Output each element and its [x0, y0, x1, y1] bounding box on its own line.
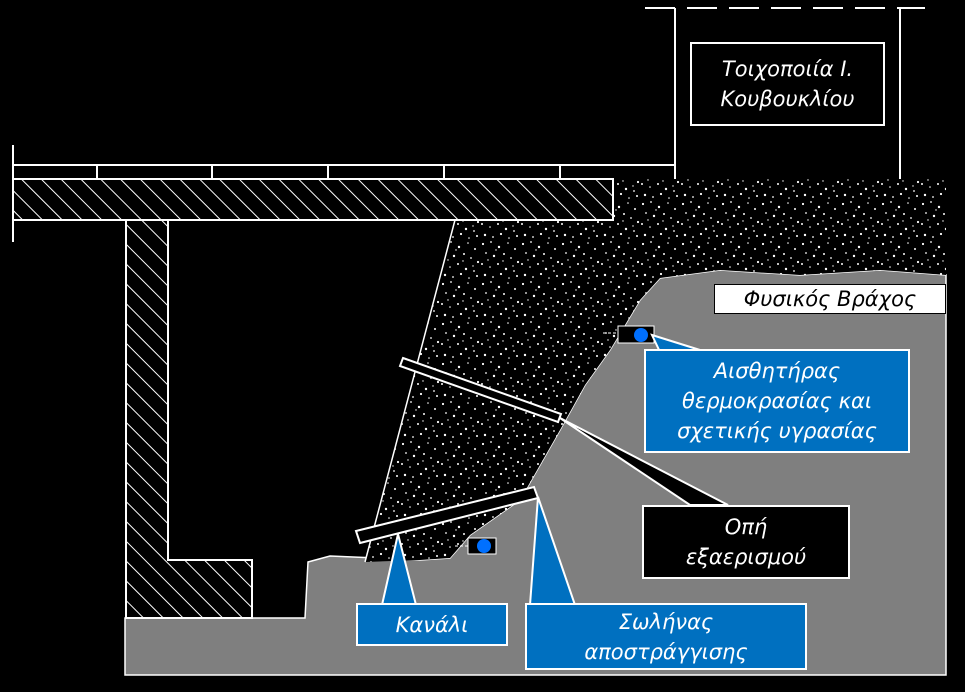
vent-label-text: Οπή εξαερισμού	[685, 515, 807, 569]
sensor-label: Αισθητήρας θερμοκρασίας και σχετικής υγρ…	[644, 349, 910, 453]
drain-label-text: Σωλήνας αποστράγγισης	[584, 609, 748, 664]
sensor-upper	[603, 325, 655, 344]
floor-slab	[12, 178, 614, 221]
backfill-edge	[364, 219, 456, 563]
vent-label: Οπή εξαερισμού	[642, 505, 850, 579]
natural-rock-label-text: Φυσικός Βράχος	[743, 287, 917, 311]
sensor-label-text: Αισθητήρας θερμοκρασίας και σχετικής υγρ…	[677, 359, 877, 443]
edicule-wall-label: Τοιχοποιία Ι. Κουβουκλίου	[690, 42, 885, 126]
sensor-lower	[455, 537, 497, 555]
floor-joints	[96, 165, 561, 179]
natural-rock-label: Φυσικός Βράχος	[714, 284, 946, 314]
channel-label-text: Κανάλι	[395, 612, 469, 637]
foundation-wall	[125, 219, 253, 619]
ventilation-pipe	[398, 356, 563, 424]
edicule-wall-label-text: Τοιχοποιία Ι. Κουβουκλίου	[720, 57, 855, 111]
drain-label: Σωλήνας αποστράγγισης	[525, 603, 807, 670]
channel-label: Κανάλι	[356, 603, 508, 646]
backfill-speckled	[365, 179, 946, 562]
edicule-wall	[674, 8, 901, 179]
